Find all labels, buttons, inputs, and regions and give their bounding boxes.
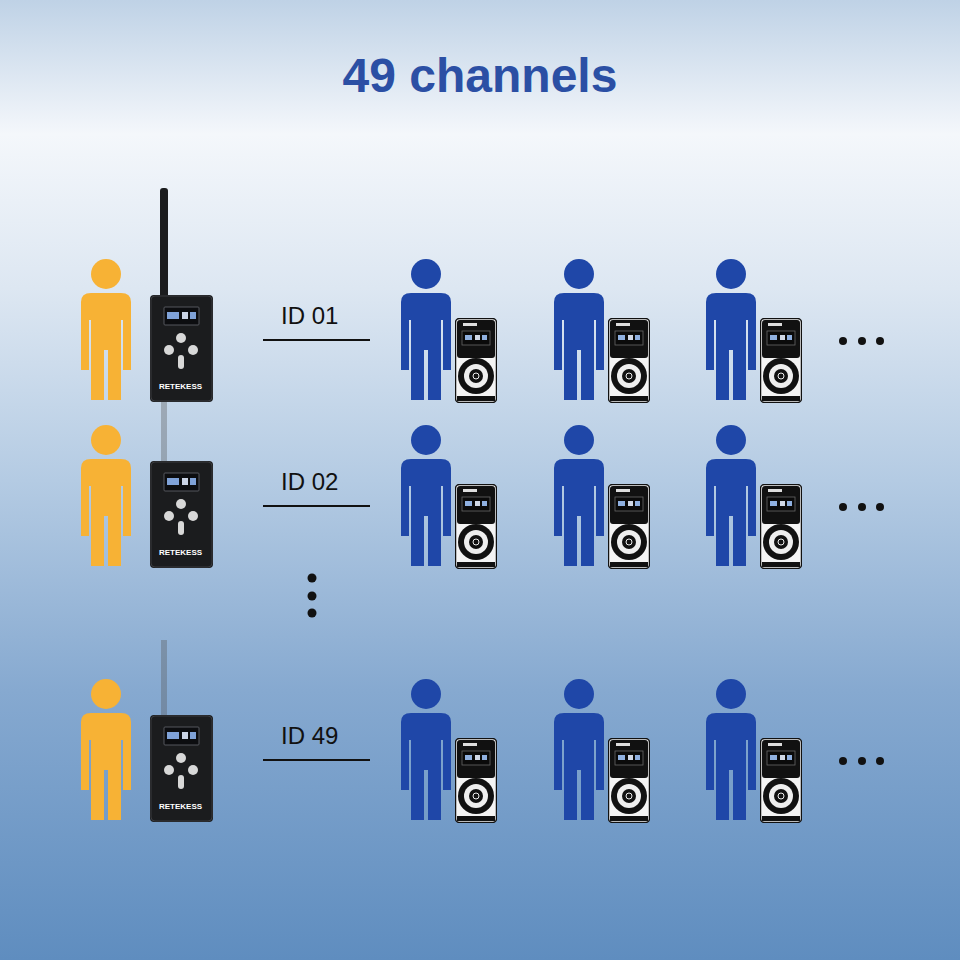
page-title: 49 channels [0, 48, 960, 103]
channel-id: ID 02 [281, 468, 338, 496]
channel-id: ID 01 [281, 302, 338, 330]
brand-logo: RETEKESS [159, 548, 202, 557]
channel-id: ID 49 [281, 722, 338, 750]
brand-logo: RETEKESS [159, 802, 202, 811]
brand-logo: RETEKESS [159, 382, 202, 391]
